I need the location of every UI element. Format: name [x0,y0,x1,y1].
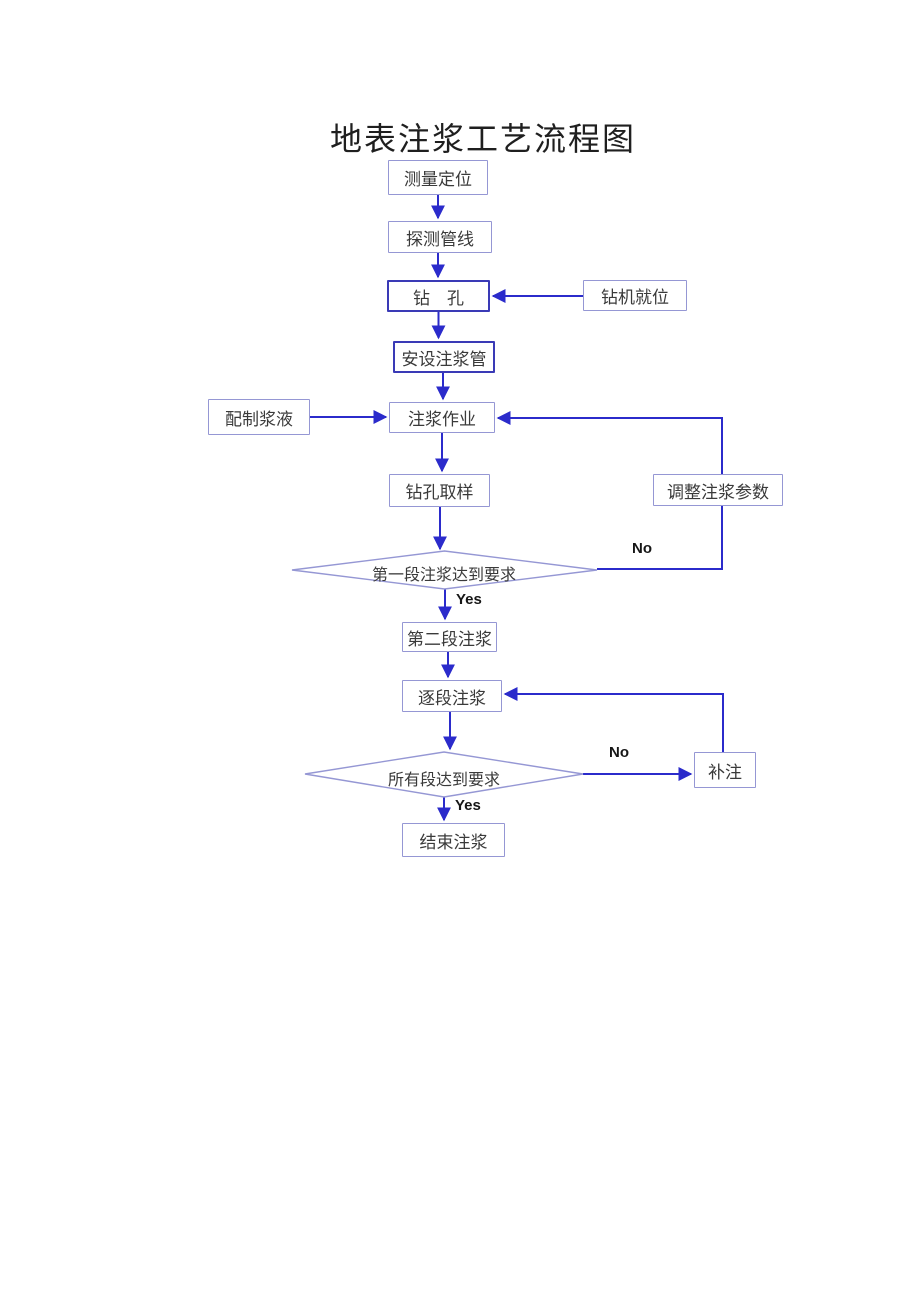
decision-first-stage-label: 第一段注浆达到要求 [371,565,516,584]
node-section-by-section-grouting: 逐段注浆 [402,680,502,712]
node-measure-position: 测量定位 [388,160,488,195]
node-borehole-sampling: 钻孔取样 [389,474,490,507]
node-install-grouting-pipe: 安设注浆管 [393,341,495,373]
node-rig-in-place: 钻机就位 [583,280,687,311]
node-adjust-grouting-parameters: 调整注浆参数 [653,474,783,506]
node-prepare-slurry: 配制浆液 [208,399,310,435]
edge-label-all-sections-yes: Yes [455,797,481,814]
edge-label-first-stage-yes: Yes [456,591,482,608]
node-drill-hole: 钻 孔 [387,280,490,312]
node-end-grouting: 结束注浆 [402,823,505,857]
decision-first-stage-diamond [291,550,598,590]
node-detect-pipelines: 探测管线 [388,221,492,253]
page-title: 地表注浆工艺流程图 [329,120,636,158]
node-supplementary-grouting: 补注 [694,752,756,788]
edge-label-first-stage-no: No [632,540,652,557]
edge-label-all-sections-no: No [609,744,629,761]
node-grouting-operation: 注浆作业 [389,402,495,433]
decision-all-sections-diamond [304,751,584,798]
node-second-stage-grouting: 第二段注浆 [402,622,497,652]
decision-all-sections-label: 所有段达到要求 [387,770,500,789]
edge-supplement-loop [503,687,724,752]
